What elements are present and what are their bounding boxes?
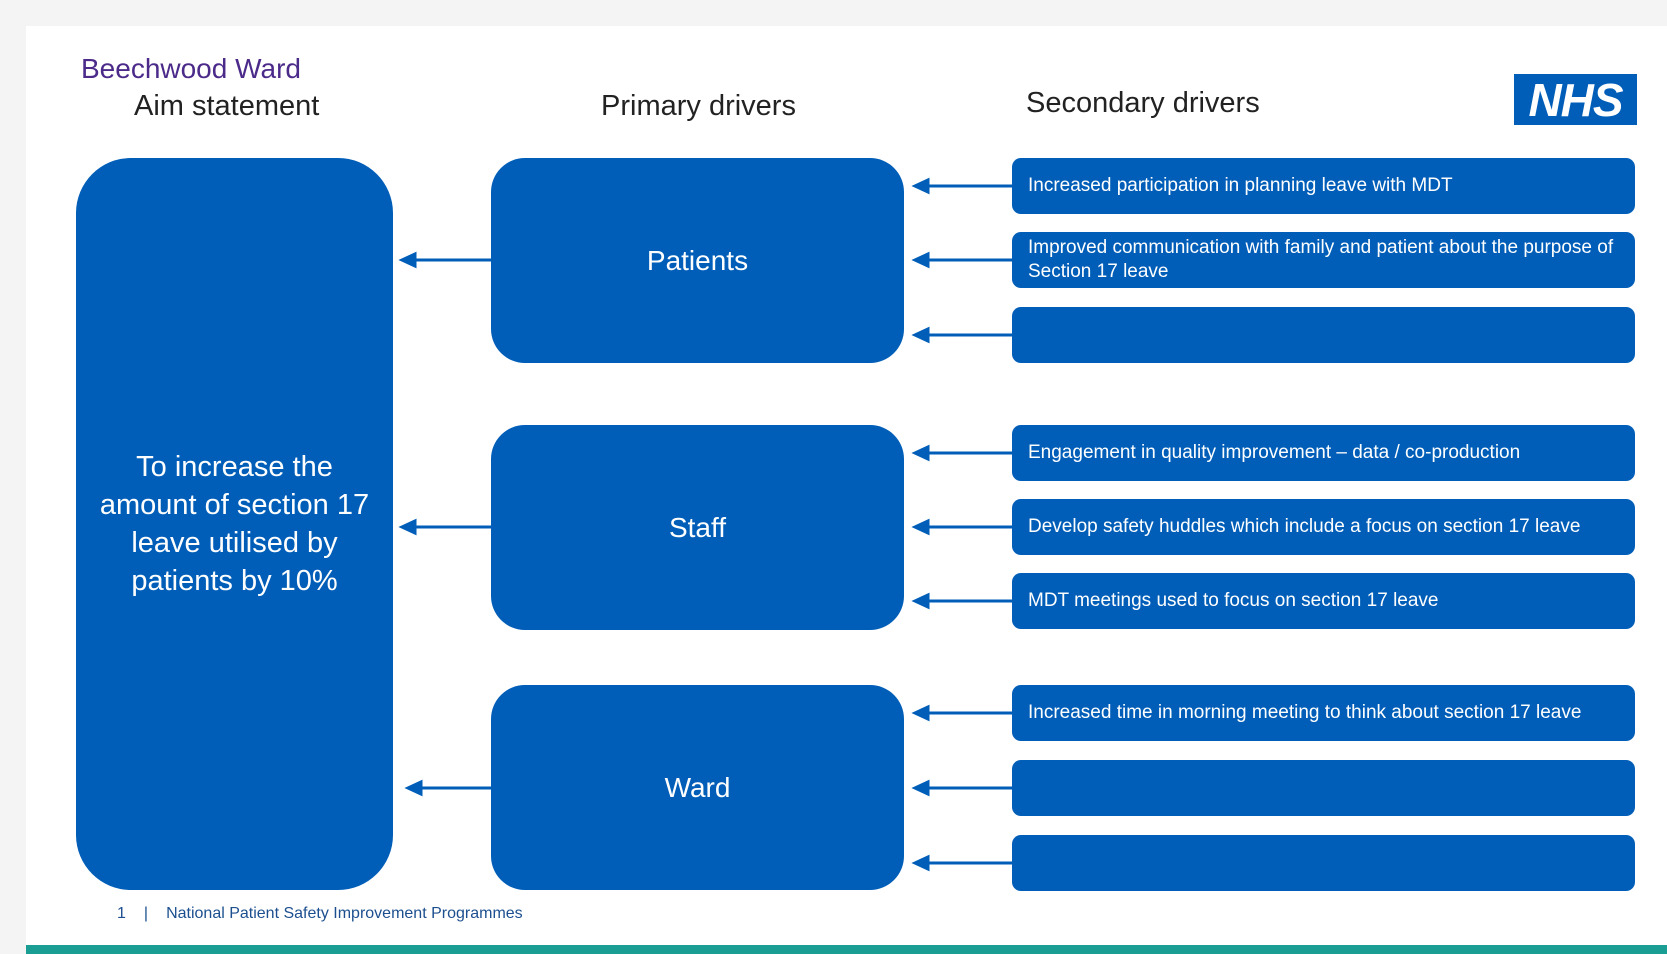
- secondary-driver-9: [1012, 835, 1635, 891]
- nhs-logo: NHS: [1514, 74, 1637, 126]
- arrowhead-secondary-6: [911, 592, 930, 610]
- arrowhead-staff-to-aim: [398, 518, 417, 536]
- primary-driver-patients: Patients: [491, 158, 904, 363]
- programme-name: National Patient Safety Improvement Prog…: [166, 905, 523, 922]
- ward-title: Beechwood Ward: [81, 53, 301, 84]
- arrowhead-secondary-2: [911, 251, 930, 269]
- primary-driver-ward: Ward: [491, 685, 904, 890]
- slide-footer: 1 | National Patient Safety Improvement Pr…: [117, 905, 523, 923]
- arrowhead-secondary-4: [911, 444, 930, 462]
- secondary-driver-4: Engagement in quality improvement – data…: [1012, 425, 1635, 481]
- arrowhead-secondary-3: [911, 326, 930, 344]
- secondary-driver-5: Develop safety huddles which include a f…: [1012, 499, 1635, 555]
- arrowhead-secondary-8: [911, 779, 930, 797]
- arrowhead-secondary-7: [911, 704, 930, 722]
- footer-separator: |: [143, 905, 149, 922]
- secondary-driver-2: Improved communication with family and p…: [1012, 232, 1635, 288]
- secondary-driver-6: MDT meetings used to focus on section 17…: [1012, 573, 1635, 629]
- arrowhead-secondary-5: [911, 518, 930, 536]
- footer-accent-bar: [26, 945, 1667, 954]
- secondary-driver-1: Increased participation in planning leav…: [1012, 158, 1635, 214]
- primary-drivers-heading: Primary drivers: [601, 90, 796, 122]
- arrowhead-patients-to-aim: [398, 251, 417, 269]
- aim-heading: Aim statement: [134, 90, 320, 122]
- secondary-driver-3: [1012, 307, 1635, 363]
- secondary-driver-7: Increased time in morning meeting to thi…: [1012, 685, 1635, 741]
- arrowhead-secondary-1: [911, 177, 930, 195]
- page-number: 1: [117, 905, 126, 922]
- secondary-drivers-heading: Secondary drivers: [1026, 87, 1260, 119]
- arrowhead-ward-to-aim: [404, 779, 423, 797]
- primary-driver-staff: Staff: [491, 425, 904, 630]
- secondary-driver-8: [1012, 760, 1635, 816]
- arrowhead-secondary-9: [911, 854, 930, 872]
- aim-statement-box: To increase the amount of section 17 lea…: [76, 158, 393, 890]
